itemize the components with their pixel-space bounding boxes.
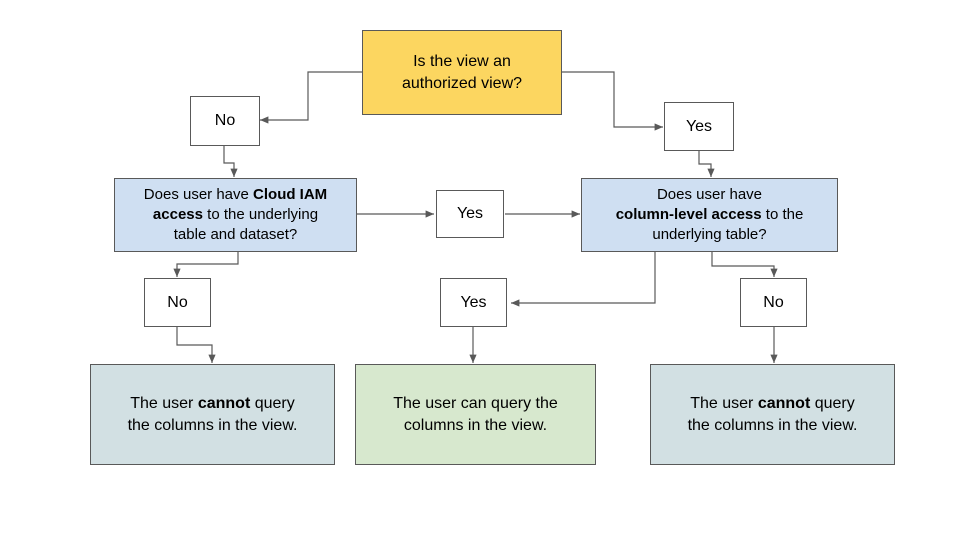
- node-branch-no-top[interactable]: No: [190, 96, 260, 146]
- edge-start-to-yes: [562, 71, 663, 131]
- node-branch-yes-top[interactable]: Yes: [664, 102, 734, 151]
- edge-iam-to-no-lower: [173, 252, 239, 277]
- edge-column-to-no-lower: [711, 252, 778, 277]
- branch-no-top-label: No: [214, 112, 236, 130]
- node-branch-yes-middle[interactable]: Yes: [436, 190, 504, 238]
- branch-yes-middle-label: Yes: [456, 205, 484, 223]
- branch-yes-top-label: Yes: [685, 117, 713, 135]
- edge-no-to-iam: [223, 146, 238, 177]
- edge-yes-to-column: [698, 151, 715, 177]
- edge-no-lower-to-result-left: [176, 327, 216, 363]
- branch-no-lower-right-label: No: [763, 293, 784, 311]
- node-branch-no-lower-left[interactable]: No: [144, 278, 211, 327]
- branch-no-lower-left-label: No: [167, 293, 188, 311]
- node-branch-no-lower-right[interactable]: No: [740, 278, 807, 327]
- node-branch-yes-lower[interactable]: Yes: [440, 278, 507, 327]
- edge-column-to-yes-lower: [511, 252, 656, 307]
- branch-yes-lower-label: Yes: [460, 293, 487, 311]
- edge-start-to-no: [260, 71, 362, 124]
